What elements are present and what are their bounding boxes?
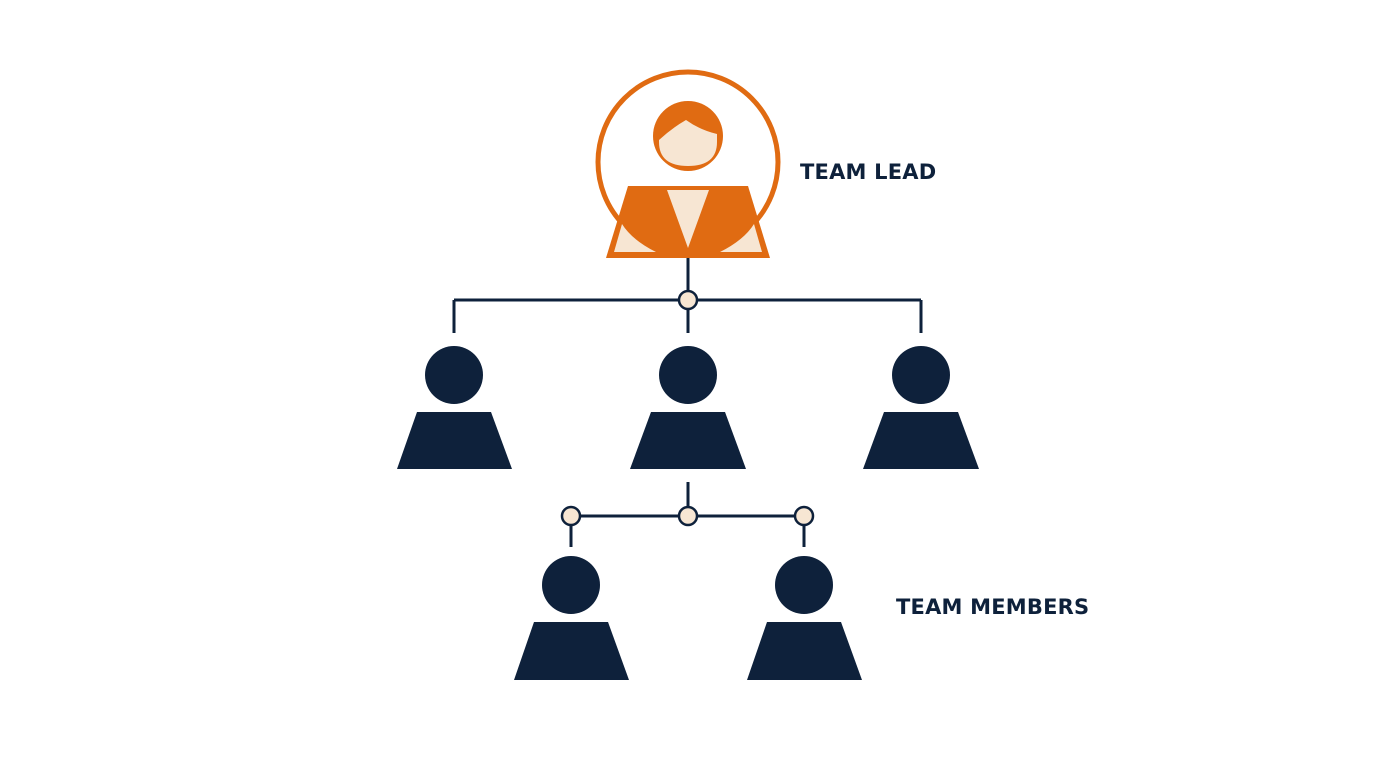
lead-face [659,120,717,166]
member-body [397,412,512,469]
member-head [425,346,483,404]
connector-node-icon [677,289,699,311]
member-body [747,622,862,680]
team-member-person-icon [863,346,979,469]
team-lead-label: TEAM LEAD [800,160,937,184]
member-head [775,556,833,614]
member-body [514,622,629,680]
team-member-person-icon [630,346,746,469]
team-lead-person-icon [595,69,781,258]
connector-node-icon [677,505,699,527]
member-head [659,346,717,404]
member-head [542,556,600,614]
team-members-label: TEAM MEMBERS [896,595,1090,619]
connector-node-icon [793,505,815,527]
team-member-person-icon [397,346,512,469]
lead-body-left-highlight [614,224,656,252]
member-body [630,412,746,469]
connector-node-icon [560,505,582,527]
connector-nodes [560,289,815,527]
member-body [863,412,979,469]
lead-body-right-highlight [720,224,762,252]
lead-collar [667,190,709,248]
member-head [892,346,950,404]
team-member-person-icon [514,556,629,680]
team-member-person-icon [747,556,862,680]
